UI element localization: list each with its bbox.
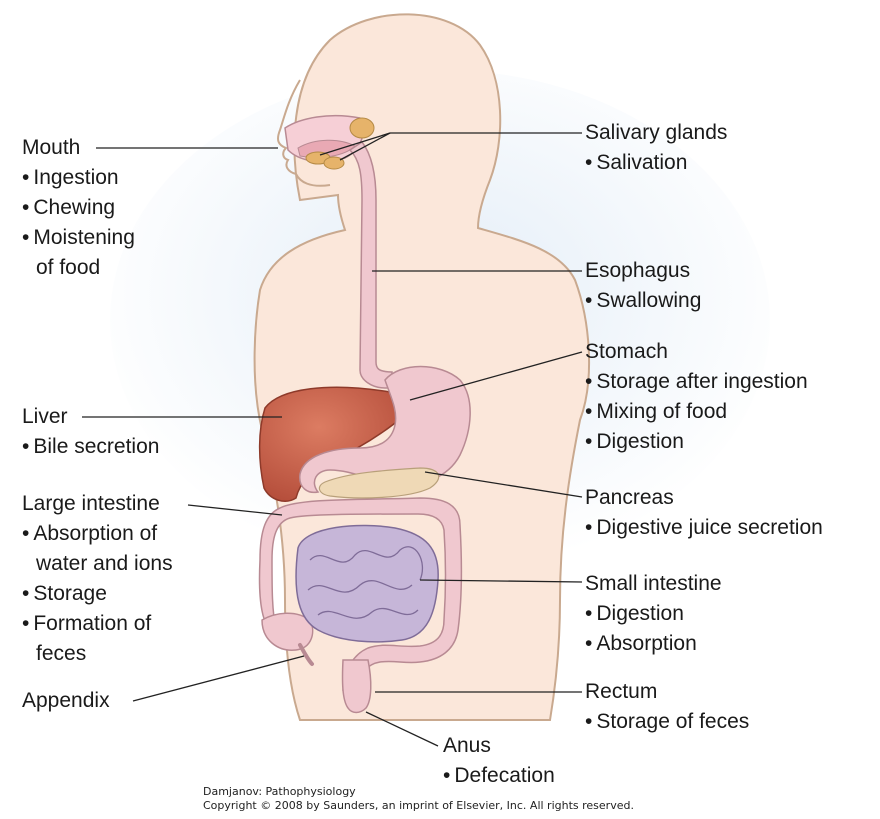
label-small-intestine-title: Small intestine [585, 569, 722, 599]
label-mouth-item-1: Ingestion [22, 163, 135, 193]
label-esophagus-title: Esophagus [585, 256, 701, 286]
label-stomach-item-1: Storage after ingestion [585, 367, 808, 397]
label-salivary-item-1: Salivation [585, 148, 727, 178]
salivary-gland-parotid [350, 118, 374, 138]
label-pancreas-title: Pancreas [585, 483, 823, 513]
label-large-intestine-item-1-cont: water and ions [22, 549, 173, 579]
label-appendix: Appendix [22, 686, 110, 716]
label-mouth-title: Mouth [22, 133, 135, 163]
label-large-intestine: Large intestine Absorption of water and … [22, 489, 173, 669]
label-esophagus: Esophagus Swallowing [585, 256, 701, 316]
label-anus-title: Anus [443, 731, 555, 761]
label-mouth-item-3: Moistening [22, 223, 135, 253]
label-pancreas-item-1: Digestive juice secretion [585, 513, 823, 543]
copyright-credit: Damjanov: Pathophysiology Copyright © 20… [203, 785, 634, 813]
label-large-intestine-item-2: Storage [22, 579, 173, 609]
label-pancreas: Pancreas Digestive juice secretion [585, 483, 823, 543]
label-small-intestine: Small intestine Digestion Absorption [585, 569, 722, 659]
label-rectum-item-1: Storage of feces [585, 707, 749, 737]
label-mouth: Mouth Ingestion Chewing Moistening of fo… [22, 133, 135, 283]
label-small-intestine-item-1: Digestion [585, 599, 722, 629]
label-stomach: Stomach Storage after ingestion Mixing o… [585, 337, 808, 457]
credit-line-1: Damjanov: Pathophysiology [203, 785, 634, 799]
label-salivary-title: Salivary glands [585, 118, 727, 148]
label-large-intestine-item-3: Formation of [22, 609, 173, 639]
label-stomach-item-2: Mixing of food [585, 397, 808, 427]
label-small-intestine-item-2: Absorption [585, 629, 722, 659]
label-stomach-item-3: Digestion [585, 427, 808, 457]
small-intestine [296, 525, 438, 641]
label-large-intestine-title: Large intestine [22, 489, 173, 519]
label-liver-title: Liver [22, 402, 159, 432]
label-anus: Anus Defecation [443, 731, 555, 791]
label-liver-item-1: Bile secretion [22, 432, 159, 462]
label-liver: Liver Bile secretion [22, 402, 159, 462]
label-large-intestine-item-3-cont: feces [22, 639, 173, 669]
label-esophagus-item-1: Swallowing [585, 286, 701, 316]
label-appendix-title: Appendix [22, 686, 110, 716]
label-mouth-item-3-cont: of food [22, 253, 135, 283]
label-large-intestine-item-1: Absorption of [22, 519, 173, 549]
label-mouth-item-2: Chewing [22, 193, 135, 223]
credit-line-2: Copyright © 2008 by Saunders, an imprint… [203, 799, 634, 813]
label-salivary-glands: Salivary glands Salivation [585, 118, 727, 178]
label-rectum: Rectum Storage of feces [585, 677, 749, 737]
rectum [343, 660, 371, 713]
label-stomach-title: Stomach [585, 337, 808, 367]
label-rectum-title: Rectum [585, 677, 749, 707]
